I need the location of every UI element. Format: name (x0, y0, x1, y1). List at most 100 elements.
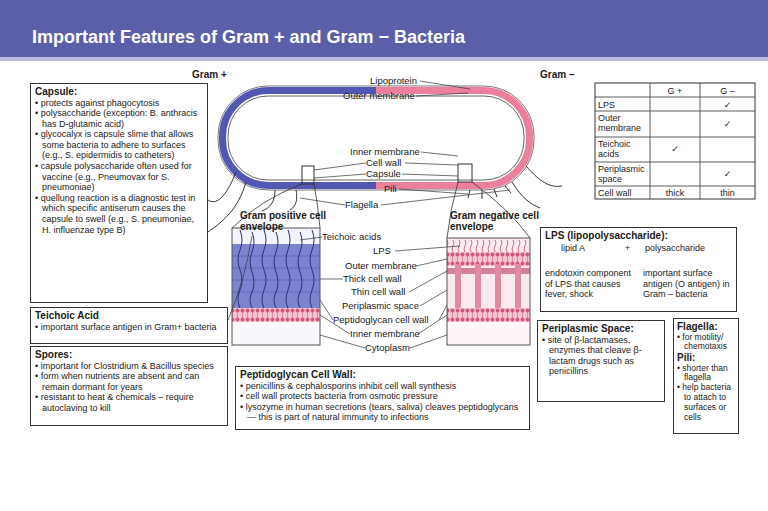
info-box: Spores:• important for Clostridium & Bac… (30, 346, 228, 426)
table-cell: thin (700, 188, 755, 198)
box-text: • polysaccharide (exception: B. anthraci… (35, 108, 203, 129)
flagellum (262, 190, 275, 211)
flagellum (290, 190, 297, 210)
cell-outline (218, 86, 534, 190)
zoom-line (314, 184, 320, 228)
box-text: • capsule polysaccharide often used for … (35, 161, 203, 193)
table-cell: ✓ (700, 119, 755, 129)
part-label: Gram positive cell envelope (240, 211, 330, 232)
table-frame (595, 83, 755, 199)
gp-envelope (232, 228, 320, 345)
leader-line (228, 236, 252, 320)
box-heading: Capsule: (35, 86, 203, 98)
flagellum (526, 166, 562, 186)
teichoic-strand (238, 230, 314, 308)
part-label: LPS (373, 246, 391, 257)
part-label: Teichoic acids (322, 232, 381, 243)
box-heading: Spores: (35, 349, 223, 361)
table-grid (595, 83, 755, 199)
cytoplasm (447, 322, 530, 345)
part-label: Capsule (366, 169, 401, 180)
table-cell: Outer membrane (598, 113, 648, 133)
envelope-outline (447, 238, 530, 345)
table-cell: Teichoic acids (598, 139, 648, 159)
part-label: Gram + (192, 70, 227, 81)
leader-line (300, 237, 460, 348)
table-cell: LPS (598, 100, 648, 110)
envelope-outline (232, 228, 320, 345)
box-heading: Periplasmic Space: (542, 323, 660, 335)
box-text: • penicillins & cephalosporins inhibit c… (240, 381, 525, 392)
porin (515, 264, 521, 312)
info-box: Periplasmic Space:• site of β-lactamases… (537, 320, 665, 402)
part-label: Cell wall (366, 158, 401, 169)
box-heading: LPS (lipopolysaccharide): (545, 230, 735, 242)
table-cell: Cell wall (598, 188, 648, 198)
table-cell: G + (650, 86, 700, 96)
box-text: • important for Clostridium & Bacillus s… (35, 361, 223, 372)
part-label: Cytoplasm (365, 343, 410, 354)
part-label: Flagella (345, 200, 378, 211)
inner-membrane (447, 308, 530, 322)
part-label: Outer membrane (345, 261, 417, 272)
table-cell: thick (650, 188, 700, 198)
header-band (0, 0, 768, 57)
part-label: Inner membrane (350, 147, 420, 158)
table-cell: ✓ (700, 100, 755, 110)
box-text: • glycocalyx is capsule slime that allow… (35, 129, 203, 161)
zoom-box (302, 166, 314, 184)
gram-positive-wall (223, 91, 377, 186)
part-label: Lipoprotein (370, 76, 417, 87)
wall-layer (232, 256, 320, 292)
info-box: Peptidoglycan Cell Wall:• penicillins & … (235, 366, 530, 430)
box-text: • for motility/ chemotaxis (677, 333, 735, 353)
part-label: Peptidoglycan cell wall (333, 315, 429, 326)
leader-line (300, 81, 510, 205)
thick-cell-wall (232, 244, 320, 308)
box-text: • site of β-lactamases, enzymes that cle… (542, 335, 660, 377)
box-text: • form when nutrients are absent and can… (35, 371, 223, 392)
info-box: Teichoic Acid• important surface antigen… (30, 307, 228, 344)
header-stripe (0, 57, 768, 61)
info-box: Flagella:• for motility/ chemotaxisPili:… (673, 318, 739, 434)
box-text: • important surface antigen in Gram+ bac… (35, 322, 223, 333)
part-label: Gram negative cell envelope (450, 211, 540, 232)
info-box: Capsule:• protects against phagocytosis•… (30, 83, 208, 303)
box-text: • help bacteria to attach to surfaces or… (677, 383, 735, 422)
part-label: Inner membrane (350, 329, 420, 340)
flagellum (208, 172, 236, 202)
box-heading: Pili: (677, 352, 735, 364)
part-label: Thin cell wall (351, 287, 405, 298)
box-text: endotoxin component of LPS that causes f… (545, 268, 637, 300)
part-label: Thick cell wall (343, 274, 402, 285)
box-heading: Peptidoglycan Cell Wall: (240, 369, 525, 381)
flagellum (512, 182, 540, 208)
gn-envelope (447, 238, 530, 345)
box-text: • lysozyme in human secretions (tears, s… (240, 402, 525, 423)
part-label: Periplasmic space (342, 301, 419, 312)
box-text: • cell wall protects bacteria from osmot… (240, 391, 525, 402)
table-cell: ✓ (650, 144, 700, 154)
inner-membrane (228, 96, 524, 180)
gram-negative-wall (376, 91, 530, 186)
box-heading: Teichoic Acid (35, 310, 223, 322)
box-heading: Flagella: (677, 321, 735, 333)
page-title: Important Features of Gram + and Gram − … (32, 27, 465, 48)
part-label: Outer membrane (343, 91, 415, 102)
table-cell: G – (700, 86, 755, 96)
box-text: • quellung reaction is a diagnostic test… (35, 193, 203, 235)
zoom-box (458, 164, 472, 182)
part-label: Gram − (540, 70, 575, 81)
membrane (232, 308, 320, 322)
box-text: important surface antigen (O antigen) in… (643, 268, 735, 300)
box-text: lipid A (561, 243, 585, 254)
table-cell: Periplasmic space (598, 164, 648, 184)
porin (475, 264, 481, 312)
box-text: polysaccharide (645, 243, 705, 254)
outer-membrane (447, 252, 530, 266)
box-text: • protects against phagocytosis (35, 98, 203, 109)
box-text: + (625, 243, 630, 254)
cytoplasm (232, 322, 320, 345)
porin (455, 264, 461, 312)
